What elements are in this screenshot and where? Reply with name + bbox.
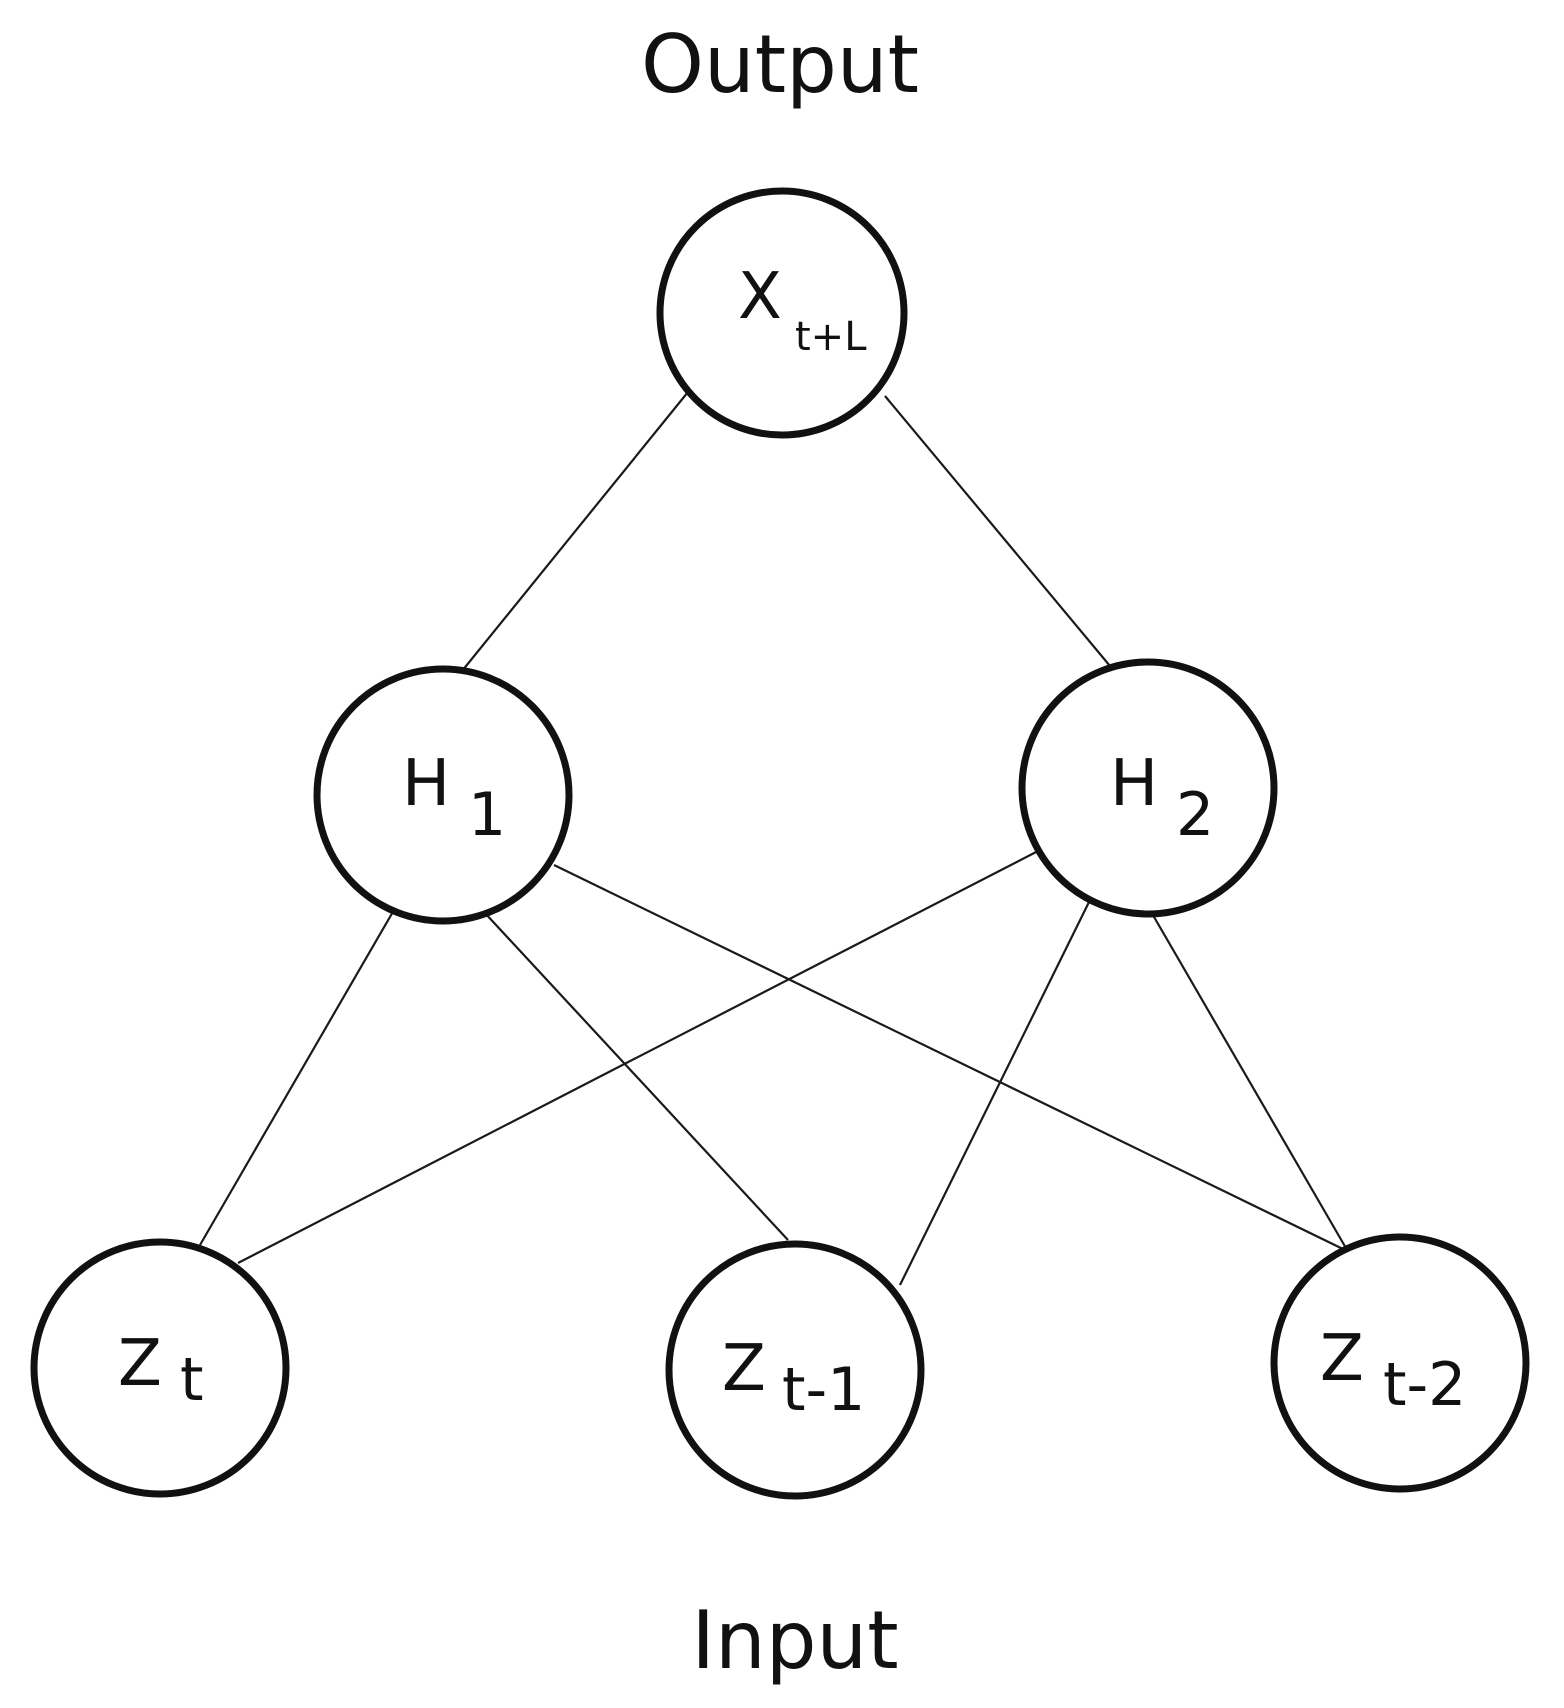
node-input-zt-2-subscript: t-2 [1383, 1350, 1466, 1420]
node-input-zt-2-main: Z [1320, 1322, 1364, 1396]
edge-hidden-2-input-zt-2 [1149, 909, 1351, 1256]
node-input-zt-2-circle [1270, 1233, 1530, 1493]
node-hidden-1-circle [313, 665, 573, 925]
node-input-zt-main: Z [118, 1327, 162, 1401]
edge-hidden-1-input-zt-1 [483, 911, 789, 1241]
node-hidden-2-main: H [1110, 747, 1158, 821]
edge-hidden-2-input-zt [237, 849, 1041, 1264]
node-input-zt-1-circle [665, 1240, 925, 1500]
output-layer-label: Output [641, 18, 919, 111]
edge-hidden-1-input-zt-2 [553, 864, 1346, 1251]
edge-hidden-1-input-zt [199, 909, 395, 1246]
node-input-zt: Z t [30, 1238, 290, 1498]
node-input-zt-circle [30, 1238, 290, 1498]
edge-hidden-2-input-zt-1 [899, 899, 1091, 1286]
node-hidden-2-circle [1018, 658, 1278, 918]
node-hidden-2-subscript: 2 [1176, 780, 1214, 850]
node-hidden-1-subscript: 1 [468, 780, 506, 850]
node-output: X t+L [656, 187, 908, 439]
node-output-main: X [738, 260, 782, 334]
edge-output-hidden-1 [461, 391, 689, 672]
node-input-zt-2: Z t-2 [1270, 1233, 1530, 1493]
node-output-circle [656, 187, 908, 439]
node-hidden-2: H 2 [1018, 658, 1278, 918]
node-hidden-1: H 1 [313, 665, 573, 925]
node-input-zt-1-main: Z [722, 1332, 766, 1406]
node-input-zt-1: Z t-1 [665, 1240, 925, 1500]
node-input-zt-1-subscript: t-1 [782, 1355, 865, 1425]
node-input-zt-subscript: t [180, 1345, 204, 1415]
edge-output-hidden-2 [884, 395, 1116, 673]
node-hidden-1-main: H [402, 747, 450, 821]
input-layer-label: Input [691, 1594, 898, 1687]
edges [199, 391, 1351, 1286]
node-output-subscript: t+L [795, 314, 867, 360]
